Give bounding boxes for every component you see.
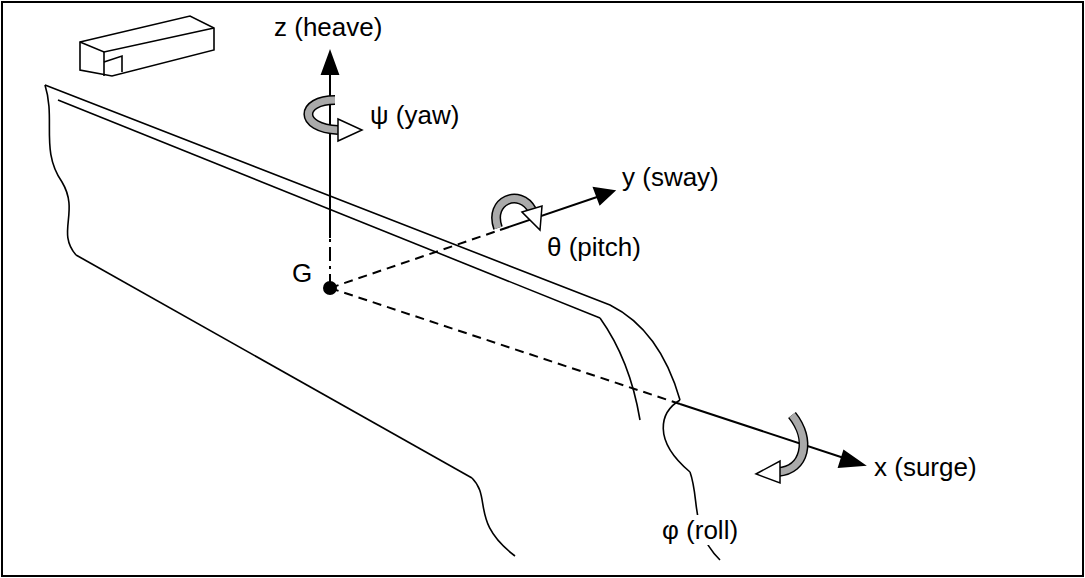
axis-label: φ (roll)	[660, 515, 740, 545]
axes	[322, 52, 864, 467]
axis-label: x (surge)	[872, 452, 979, 482]
rotation-arrows	[308, 100, 803, 483]
ship-hull	[45, 16, 720, 560]
axis-label: y (sway)	[620, 162, 721, 192]
axis-label: G	[290, 258, 314, 288]
axis-label: ψ (yaw)	[368, 100, 461, 130]
axis-label: θ (pitch)	[545, 232, 643, 262]
axis-label: z (heave)	[272, 12, 384, 42]
